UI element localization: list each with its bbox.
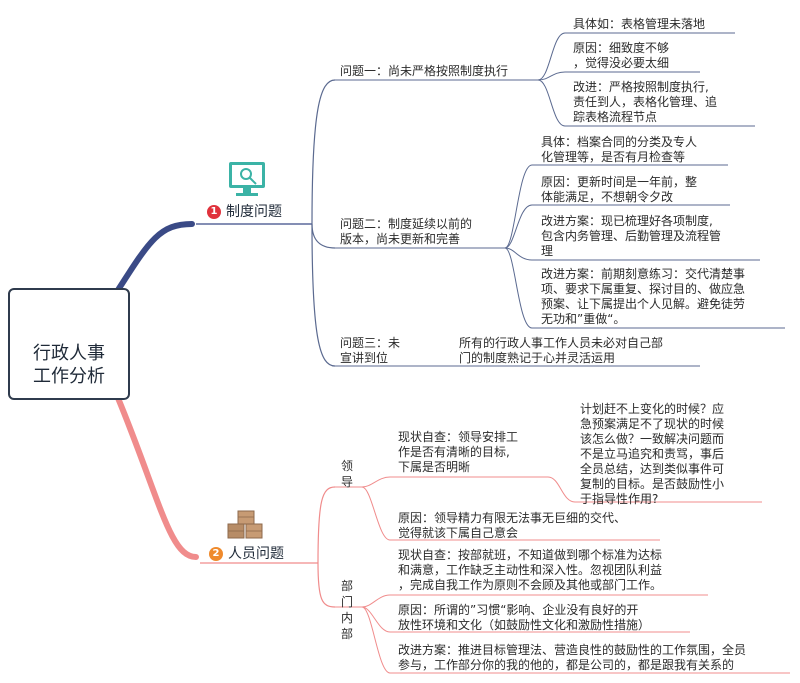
branch2-topic[interactable]: 人员问题 — [228, 546, 284, 562]
dept-reason[interactable]: 原因：所谓的”习惯“影响、企业没有良好的开 放性环境和文化（如鼓励性文化和激励性… — [398, 603, 651, 632]
q2-topic[interactable]: 问题二：制度延续以前的 版本，尚未更新和完善 — [340, 217, 473, 246]
dept-label[interactable]: 部 门 内 部 — [341, 579, 354, 641]
branch2-connector — [115, 395, 199, 560]
leader-label[interactable]: 领 导 — [341, 459, 354, 489]
root-title: 行政人事 工作分析 — [33, 343, 105, 387]
leader-reason[interactable]: 原因：领导精力有限无法事无巨细的交代、 觉得就该下属自己意会 — [398, 511, 627, 540]
root-node[interactable]: 行政人事 工作分析 — [8, 288, 130, 400]
dept-improve[interactable]: 改进方案：推进目标管理法、营造良性的鼓励性的工作氛围，全员 参与，工作部分你的我… — [398, 643, 747, 672]
q1-topic[interactable]: 问题一：尚未严格按照制度执行 — [340, 64, 509, 78]
branch1-topic[interactable]: 制度问题 — [226, 204, 282, 220]
branch2-number-badge: 2 — [209, 547, 223, 561]
q1-item-3[interactable]: 改进：严格按照制度执行, 责任到人，表格化管理、追 踪表格流程节点 — [573, 80, 718, 124]
leader-current-detail[interactable]: 计划赶不上变化的时候？应 急预案满足不了现状的时候 该怎么做？一致解决问题而 不… — [580, 402, 725, 506]
q2-item-2[interactable]: 原因：更新时间是一年前，整 体能满足，不想朝令夕改 — [541, 175, 698, 204]
branch1-connector — [115, 221, 195, 293]
q1-item-1[interactable]: 具体如：表格管理未落地 — [573, 17, 706, 31]
leader-current[interactable]: 现状自查：领导安排工 作是否有清晰的目标, 下属是否明晰 — [398, 430, 519, 474]
q1-item-2[interactable]: 原因：细致度不够 ，觉得没必要太细 — [573, 41, 670, 70]
q3-detail[interactable]: 所有的行政人事工作人员未必对自己部 门的制度熟记于心并灵活运用 — [459, 336, 664, 365]
branch1-number-badge: 1 — [207, 205, 221, 219]
dept-current[interactable]: 现状自查：按部就班，不知道做到哪个标准为达标 和满意，工作缺乏主动性和深入性。忽… — [398, 548, 663, 592]
crates-icon — [227, 510, 263, 539]
q2-item-1[interactable]: 具体：档案合同的分类及专人 化管理等，是否有月检查等 — [541, 135, 698, 164]
q3-topic[interactable]: 问题三：未 宣讲到位 — [340, 336, 401, 365]
monitor-chart-icon — [229, 162, 265, 196]
q2-item-3[interactable]: 改进方案：现已梳理好各项制度, 包含内务管理、后勤管理及流程管 理 — [541, 214, 722, 258]
q2-item-4[interactable]: 改进方案：前期刻意练习：交代清楚事 项、要求下属重复、探讨目的、做应急 预案、让… — [541, 267, 746, 326]
